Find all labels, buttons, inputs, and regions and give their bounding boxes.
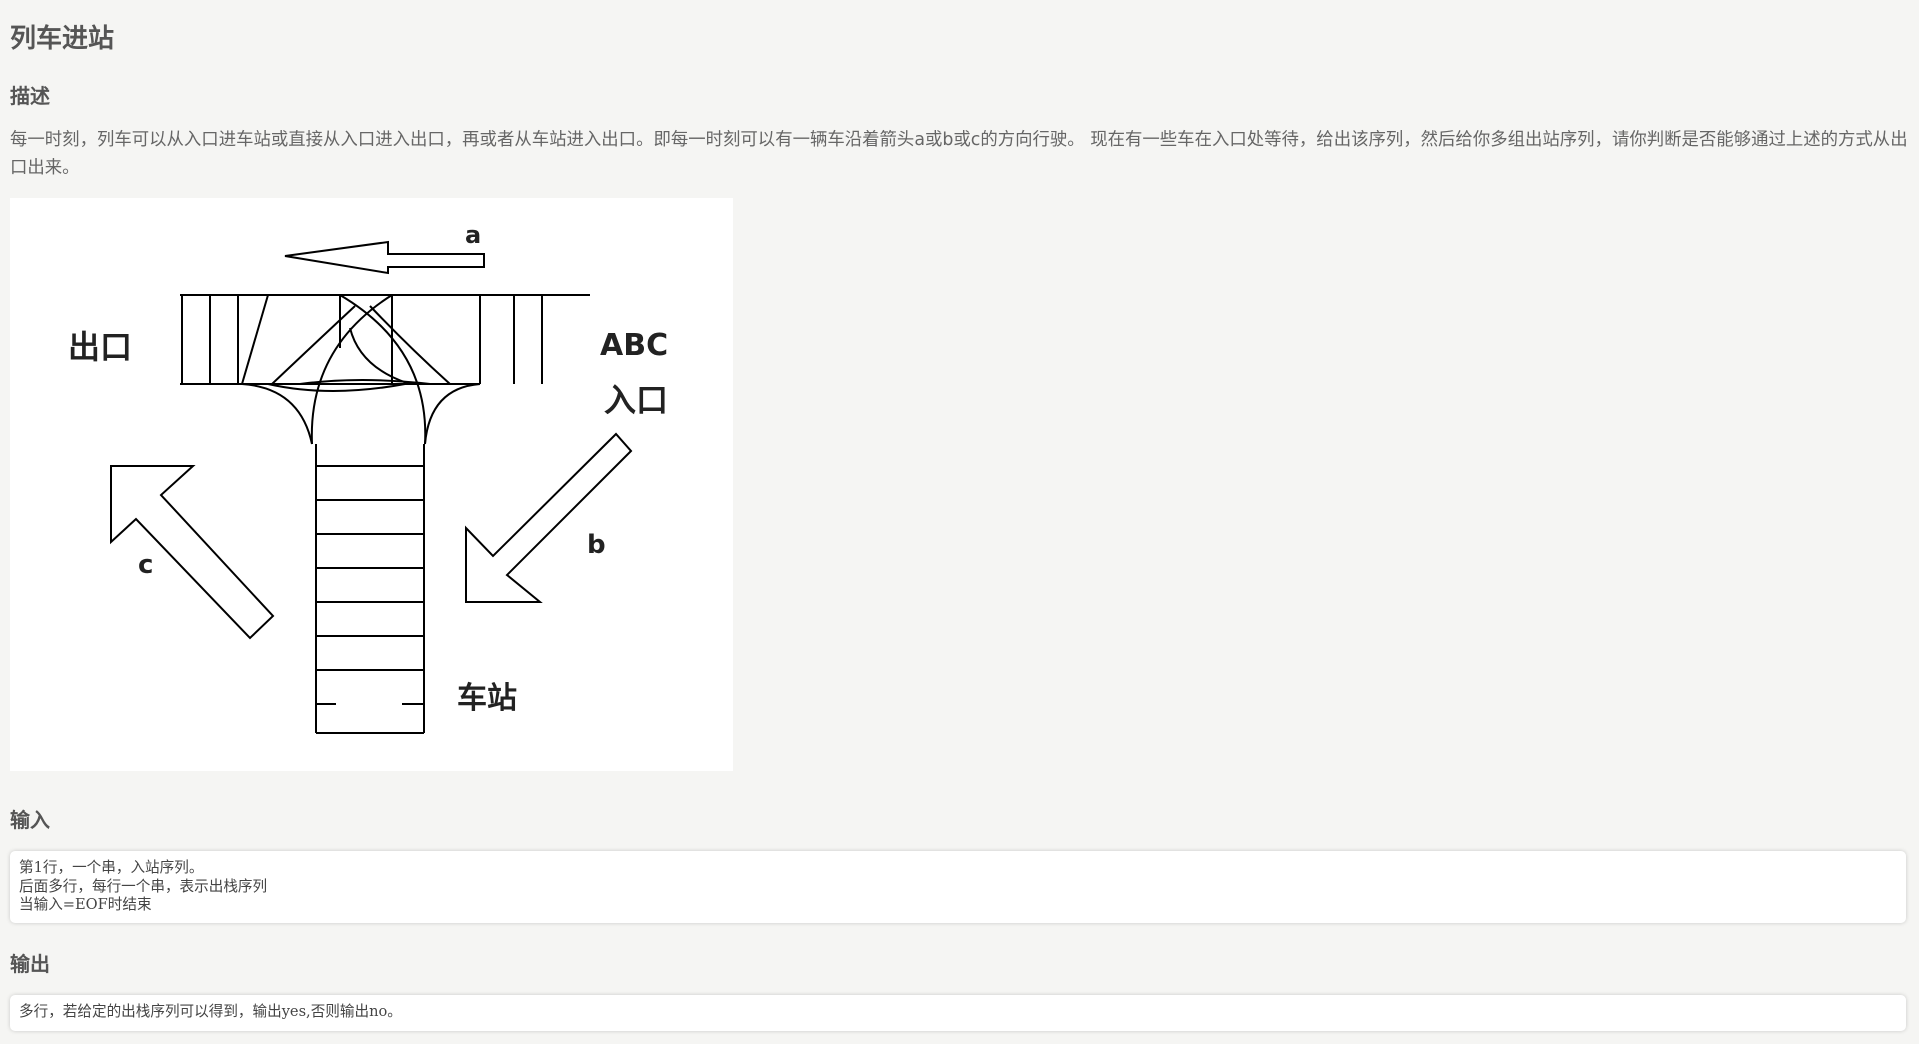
arrow-b-label: b: [587, 530, 606, 560]
railway-diagram: a 出口 ABC 入口 b c 车站: [10, 198, 733, 771]
arrow-b-icon: [465, 432, 633, 603]
track-sleepers: [181, 294, 543, 385]
arrow-a-icon: [284, 240, 485, 275]
entrance-label: 入口: [604, 381, 668, 419]
junction-curves: [241, 294, 481, 445]
input-line: 后面多行，每行一个串，表示出栈序列: [19, 877, 268, 895]
arrow-c-label: c: [138, 550, 153, 580]
exit-label: 出口: [68, 328, 132, 366]
station-label: 车站: [457, 681, 517, 716]
description-text: 每一时刻，列车可以从入口进车站或直接从入口进入出口，再或者从车站进入出口。即每一…: [10, 130, 1908, 178]
input-heading: 输入: [10, 808, 50, 832]
input-line: 当输入=EOF时结束: [19, 896, 152, 913]
arrow-c-icon: [110, 465, 275, 640]
input-box: 第1行，一个串，入站序列。 后面多行，每行一个串，表示出栈序列 当输入=EOF时…: [10, 851, 1906, 923]
description-heading: 描述: [10, 84, 50, 108]
output-box: 多行，若给定的出栈序列可以得到，输出yes,否则输出no。: [10, 995, 1906, 1031]
page-title: 列车进站: [10, 24, 115, 54]
arrow-a-label: a: [465, 221, 481, 249]
entrance-letters-label: ABC: [600, 328, 668, 363]
station-track: [315, 444, 425, 734]
output-heading: 输出: [10, 952, 50, 976]
railway-diagram-svg: a 出口 ABC 入口 b c 车站: [68, 221, 668, 734]
output-line: 多行，若给定的出栈序列可以得到，输出yes,否则输出no。: [19, 1003, 402, 1020]
input-line: 第1行，一个串，入站序列。: [19, 859, 204, 876]
